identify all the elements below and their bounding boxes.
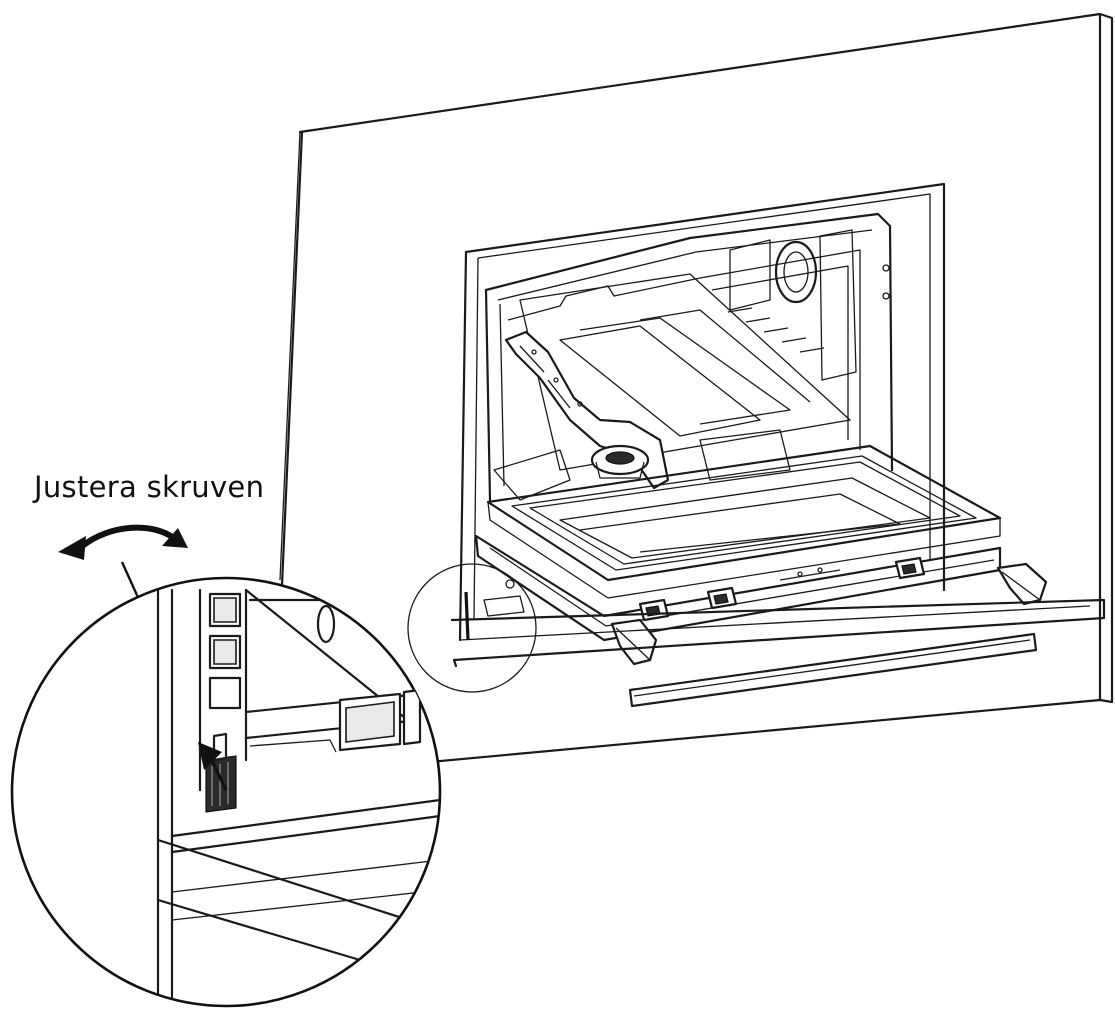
spray-arm	[504, 330, 670, 490]
detail-marker-circle	[407, 563, 537, 693]
bottom-board	[450, 598, 1106, 708]
lower-basket	[486, 444, 1002, 599]
magnified-detail-circle	[10, 576, 442, 1008]
adjust-screw-label: Justera skruven	[34, 470, 265, 504]
dishwasher-tub	[484, 212, 894, 502]
niche-opening	[458, 182, 946, 642]
curved-double-arrow-icon	[58, 524, 188, 560]
cabinet-panel	[279, 12, 1114, 764]
